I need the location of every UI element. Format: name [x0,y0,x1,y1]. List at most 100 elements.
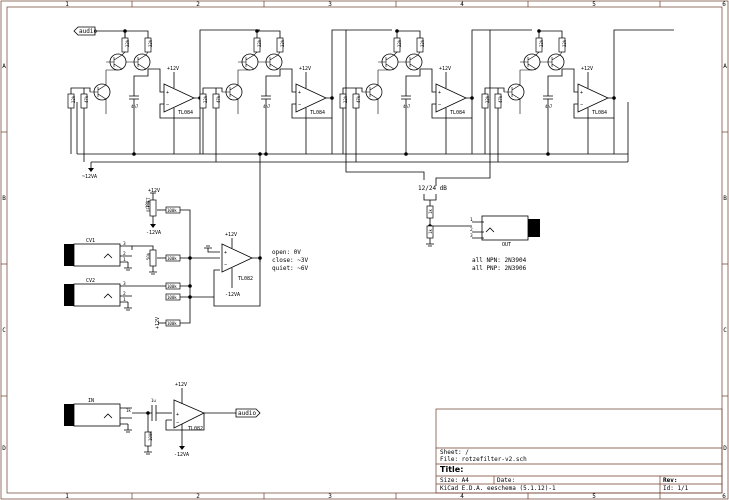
col-label: 4 [460,1,464,8]
tb-rev: Rev: [663,477,677,484]
out-jack-label: OUT [502,242,511,248]
tb-id: Id: 1/1 [663,485,689,492]
junction [123,29,127,33]
junction [188,284,192,288]
rail-label: +12V [299,66,311,72]
inner-frame [6,6,723,494]
resistor-label: 22k [562,39,567,47]
rail-label: -12VA [174,452,189,458]
resistor-label: 22k [257,39,262,47]
transistor-leads [90,69,118,114]
transistor-leads [398,51,421,70]
out-gnd [426,238,434,247]
pnp-note: all PNP: 2N3906 [472,265,527,272]
rail-label: +12V [167,66,179,72]
cv1-jack-frame [73,243,121,267]
jack-pin: 2 [123,251,126,257]
tb-title: Title: [440,465,463,474]
cv2-label: CV2 [86,278,95,284]
tb-size: Size: A4 [440,477,469,484]
col-label: 3 [328,493,332,500]
cutoff-label: 50k [146,252,151,260]
opamp-in-wire [420,68,436,93]
opamp-buffer [435,83,467,113]
transistor-leads [222,69,250,114]
bias-wires [342,87,363,162]
tb-sheet: Sheet: / [440,449,469,456]
resistor-label: 47k [84,95,89,103]
jack-pin: 1 [470,217,473,223]
row-label: D [2,445,6,452]
cv-section: +12V OFFSET 10k -12VA 100k CV1 3 2 1 50k… [64,188,309,329]
junction [258,256,262,260]
opamp-pin: − [438,102,441,108]
resistor-label: 22k [420,39,425,47]
jack-pin: 1 [123,257,126,263]
junction [470,96,474,100]
opamp-type: TL082 [238,276,253,282]
jack-pin: 1 [123,297,126,303]
opamp-type: TL084 [310,110,325,116]
out-jack: 1 2 3 OUT [470,215,540,248]
opamp-type: TL084 [178,110,193,116]
rail-label: +12V [148,188,160,194]
ladder-cap [261,95,271,100]
cap-label: 4n7 [545,104,553,109]
opamp-type: TL082 [188,426,203,432]
row-label: A [2,63,6,70]
opamp-pin: + [438,90,441,96]
opamp-in-wire [148,68,164,93]
col-label: 6 [722,493,726,500]
transistor-leads [362,69,390,114]
opamp-buffer [295,83,327,113]
row-label: A [723,63,727,70]
neg-rail-label: ~12VA [82,174,97,180]
junction [146,411,150,415]
jack-pin: 2 [470,227,473,233]
opamp-pin: − [580,102,583,108]
ladder-cap [129,95,139,100]
opamp-pin: + [298,90,301,96]
row-label: C [723,327,727,334]
junction [537,29,541,33]
bias-wires [484,87,505,162]
resistor-out-1-label: 1k [428,209,433,214]
opamp-buffer [577,83,609,113]
resistor-label: 22k [485,95,490,103]
col-label: 1 [65,493,69,500]
resistor-label: 22k [125,39,130,47]
jack-pin: 3 [123,241,126,247]
resistor-label: 22k [148,39,153,47]
stage-out-wire [199,29,260,98]
db-select-bracket [423,194,437,201]
opamp-in-wire [562,68,578,93]
row-label: B [2,195,6,202]
cv2-jack-body [64,284,74,306]
bias-wires [70,87,91,162]
rail-label: -12VA [146,230,161,236]
resistor-label: 47k [498,95,503,103]
ladder-cap-wire [265,69,281,96]
out-node [429,218,472,227]
ladder-cap [543,95,553,100]
rail-label: +12V [581,66,593,72]
col-label: 4 [460,493,464,500]
gate-open-note: open: 0V [272,249,301,256]
offset-label: OFFSET [146,197,151,212]
resistor-label: 100k [167,256,177,261]
junction [395,29,399,33]
opamp-pin: − [224,262,227,268]
supply-wire [125,30,149,38]
supply-wire [397,30,421,38]
jack-pin: 2 [123,291,126,297]
opamp-in [173,399,205,429]
resistor-label: 47k [216,95,221,103]
resistor-label: 22k [203,95,208,103]
in-jack-frame [73,403,121,427]
